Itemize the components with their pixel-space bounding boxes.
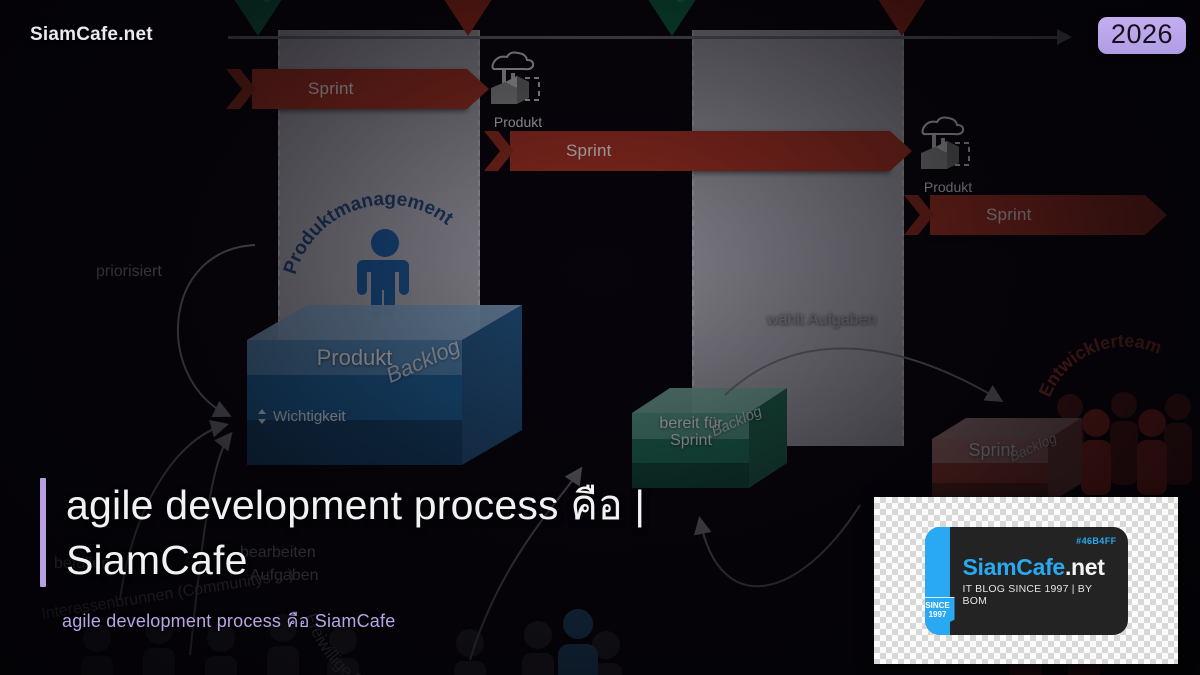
title-accent-bar [40, 478, 46, 588]
year-badge: 2026 [1097, 17, 1186, 54]
logo-hex-code: #46B4FF [1076, 535, 1117, 546]
page-subtitle: agile development process คือ SiamCafe [62, 611, 396, 631]
site-name: SiamCafe.net [30, 24, 153, 45]
logo-name-white: .net [1064, 553, 1105, 580]
logo-wordmark: SiamCafe.net [963, 554, 1116, 581]
page-title: agile development process คือ | SiamCafe [66, 482, 646, 583]
logo-tagline: IT BLOG SINCE 1997 | BY BOM [962, 582, 1092, 607]
logo-inner: SINCE 1997 #46B4FF SiamCafe.net IT BLOG … [924, 526, 1128, 635]
logo-body: #46B4FF SiamCafe.net IT BLOG SINCE 1997 … [950, 527, 1128, 635]
logo-stripe: SINCE 1997 [924, 526, 955, 635]
logo-name-blue: SiamCafe [962, 553, 1066, 580]
title-text-wrap: agile development process คือ | SiamCafe [66, 478, 806, 587]
logo-card: SINCE 1997 #46B4FF SiamCafe.net IT BLOG … [874, 497, 1178, 664]
title-block: agile development process คือ | SiamCafe [40, 478, 806, 588]
